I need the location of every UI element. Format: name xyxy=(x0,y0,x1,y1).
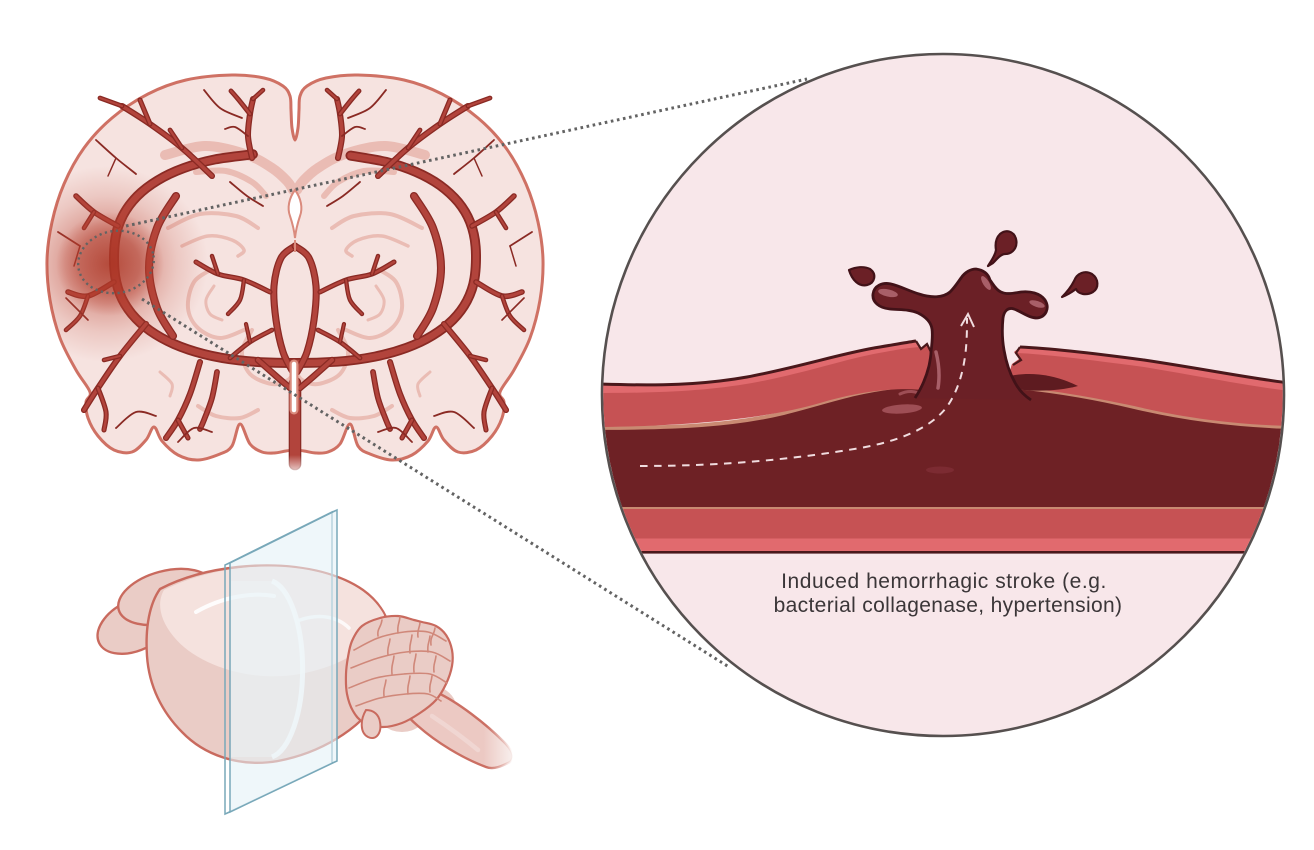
svg-text:Induced hemorrhagic stroke (e.: Induced hemorrhagic stroke (e.g. xyxy=(781,570,1107,593)
svg-text:bacterial collagenase, hyperte: bacterial collagenase, hypertension) xyxy=(774,594,1123,617)
